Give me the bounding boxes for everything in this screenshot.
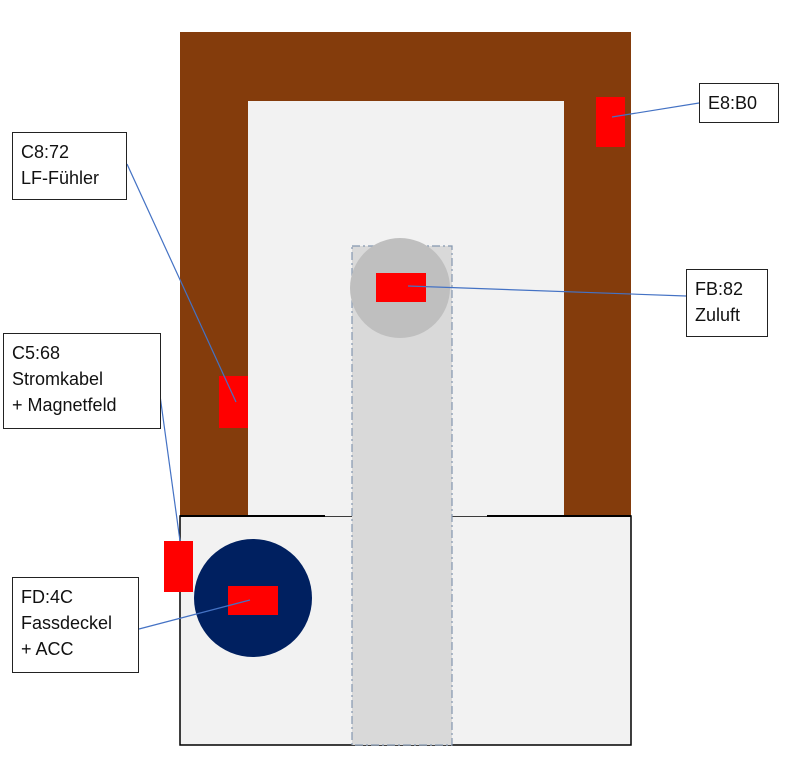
callout-c5-line-1: C5:68 [12,343,61,363]
brown-frame [180,32,631,516]
callout-fb: FB:82 Zuluft [686,269,768,337]
callout-c5: C5:68 Stromkabel + Magnetfeld [3,333,161,429]
callout-fb-line-2: Zuluft [695,305,741,325]
leader-e8 [611,102,700,118]
callout-e8-line-1: E8:B0 [708,93,758,113]
sensor-fb [376,273,426,302]
callout-c5-line-2: Stromkabel [12,369,104,389]
callout-c8: C8:72 LF-Fühler [12,132,127,200]
sensor-fd [228,586,278,615]
callout-fd-line-3: + ACC [21,639,74,659]
leader-fd [138,599,251,630]
leader-c5 [157,380,181,542]
sensor-c8 [219,376,248,428]
leader-fb [407,285,687,297]
callout-e8: E8:B0 [699,83,779,123]
callout-c8-line-1: C8:72 [21,142,70,162]
callout-fd: FD:4C Fassdeckel + ACC [12,577,139,673]
leader-c8 [126,163,237,403]
sensor-c5 [164,541,193,592]
sensor-e8 [596,97,625,147]
callout-c8-line-2: LF-Fühler [21,168,100,188]
callout-fb-line-1: FB:82 [695,279,744,299]
callout-c5-line-3: + Magnetfeld [12,395,117,415]
callout-fd-line-1: FD:4C [21,587,74,607]
callout-fd-line-2: Fassdeckel [21,613,113,633]
